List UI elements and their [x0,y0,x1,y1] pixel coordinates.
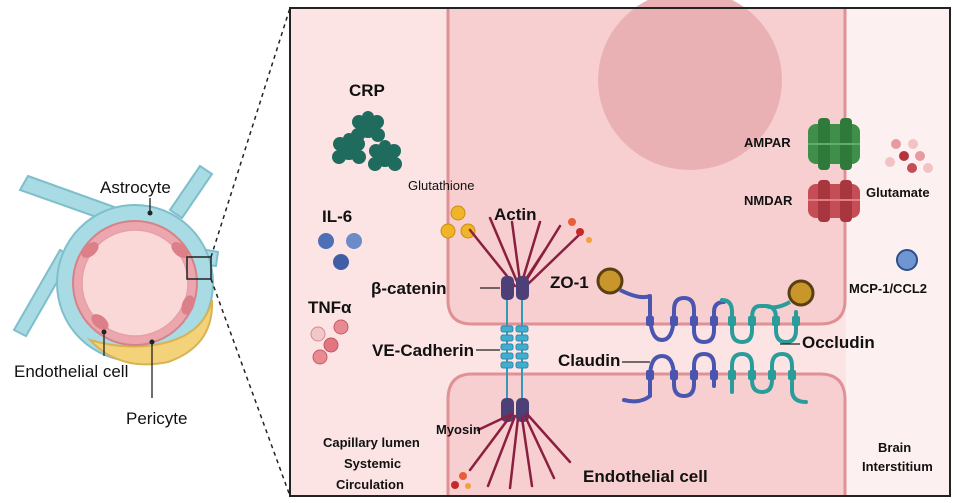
glutamate-molecules [885,139,933,173]
occludin-upper [720,298,798,345]
ampar-label: AMPAR [744,135,791,150]
nucleus [598,0,782,170]
myosin-filaments [468,412,572,490]
zoomed-junction-panel [289,0,951,497]
endothelial-nucleus [171,242,189,258]
occludin-lower [730,351,808,404]
beta-catenin-complex [501,276,529,300]
crp-molecule [368,140,402,171]
glutamate-label: Glutamate [866,185,930,200]
claudin-upper-blocks [646,316,718,326]
vessel-lumen [81,229,189,337]
claudin-lower-blocks [646,370,718,380]
occludin-label: Occludin [802,333,875,352]
endothelial-cell-label: Endothelial cell [14,362,128,381]
lumen-label-2: Systemic [344,456,401,471]
lumen-label-3: Circulation [336,477,404,492]
zoom-line-top [210,7,291,258]
interstitium-region [846,8,950,496]
pericyte-shape [86,299,214,366]
zoom-box [186,256,212,280]
lumen-label-1: Capillary lumen [323,435,420,450]
tnfa-molecules [310,319,349,365]
myosin-label: Myosin [436,422,481,437]
claudin-label: Claudin [558,351,620,370]
claudin-upper [648,294,726,345]
occludin-upper-blocks [728,316,800,326]
zo1-label: ZO-1 [550,273,589,292]
endothelial-nucleus [91,314,109,330]
ampar-receptor [808,118,860,170]
crp-label: CRP [349,81,385,100]
zo1-protein-right [765,279,815,310]
endothelial-nucleus [81,242,99,258]
occludin-lower-blocks [728,370,796,380]
crp-molecules [332,111,402,171]
zo1-protein-left [596,267,651,300]
actin-tag-upper [568,218,592,243]
zoom-line-bottom [210,278,291,497]
beta-catenin-label: β-catenin [371,279,447,298]
endothelial-nucleus [181,295,195,315]
pericyte-label: Pericyte [126,409,187,428]
ve-cadherin [500,300,529,400]
brain-label: Brain [878,440,911,455]
actin-label: Actin [494,205,537,224]
glutathione-molecules [440,205,476,239]
tnfa-label: TNFα [308,298,352,317]
panel-border [289,7,951,497]
ve-cadherin-label: VE-Cadherin [372,341,474,360]
il6-label: IL-6 [322,207,352,226]
nmdar-label: NMDAR [744,193,793,208]
capillary-cross-section: Astrocyte Endothelial cell Pericyte [12,164,220,428]
glutathione-label: Glutathione [408,178,475,193]
il6-molecules [318,233,362,270]
nmdar-receptor [808,180,860,222]
endothelial-cell-bottom-label: Endothelial cell [583,467,708,486]
mcp1-molecule [896,249,918,271]
astrocyte-label: Astrocyte [100,178,171,197]
myosin-tag-lower [451,472,471,489]
interstitium-label: Interstitium [862,459,933,474]
crp-molecule [332,133,366,164]
mcp1-label: MCP-1/CCL2 [849,281,927,296]
